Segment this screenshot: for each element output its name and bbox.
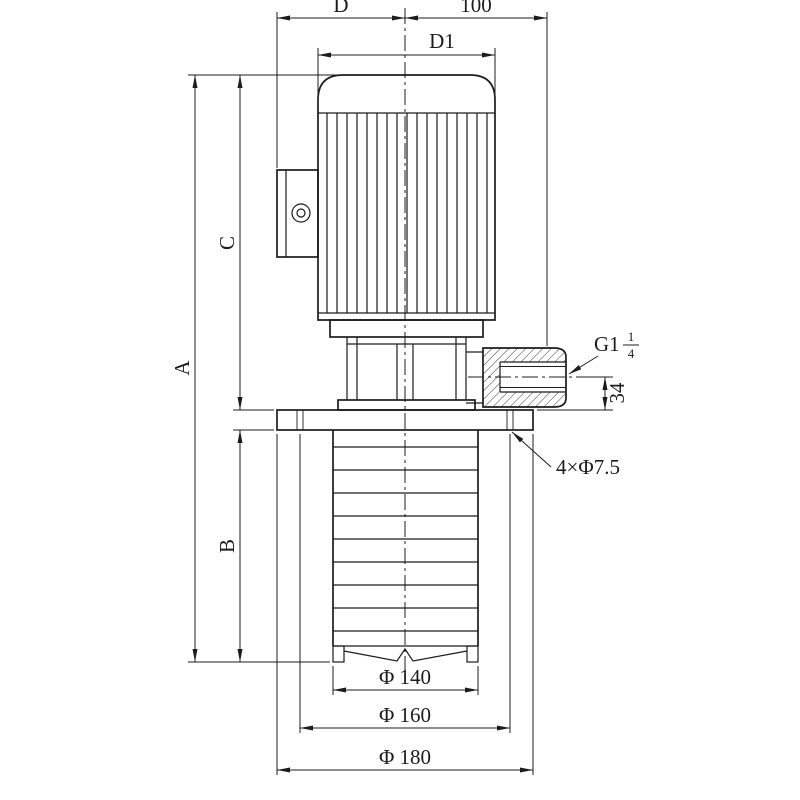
holes-callout: 4×Φ7.5 (511, 431, 620, 479)
dim-34-extensions (537, 376, 613, 411)
bolt-holes (296, 410, 514, 430)
motor-fins (326, 113, 488, 313)
dim-c: C (215, 75, 274, 411)
dim-phi140-label: Φ 140 (379, 665, 431, 689)
dim-phi160-label: Φ 160 (379, 703, 431, 727)
terminal-box-outline (276, 169, 319, 258)
dim-100: 100 (405, 0, 548, 346)
dim-d: D (276, 0, 405, 168)
pump-head (337, 399, 476, 411)
dim-phi180: Φ 180 (276, 434, 534, 775)
stage-lines (333, 446, 478, 647)
port-outline (482, 347, 567, 408)
cable-gland-inner (296, 208, 306, 218)
dim-phi140: Φ 140 (332, 665, 479, 695)
dim-phi180-label: Φ 180 (379, 745, 431, 769)
dim-phi160: Φ 160 (299, 434, 511, 733)
dim-34-label: 34 (605, 382, 629, 404)
cable-gland-outer (291, 203, 311, 223)
dim-b: B (215, 429, 274, 662)
mounting-plate (276, 409, 534, 431)
holes-leader-line (511, 431, 552, 468)
dim-a-extensions (188, 74, 338, 663)
port-connector-lines (466, 351, 483, 404)
dim-a-label: A (170, 360, 194, 376)
terminal-box (276, 169, 319, 258)
lantern-group (329, 319, 484, 411)
pump-foot (332, 645, 479, 663)
foot-profile (343, 647, 468, 662)
plate-outline (276, 409, 534, 431)
dim-34: 34 (537, 376, 629, 411)
thread-denominator-label: 4 (628, 346, 635, 361)
support-columns (346, 337, 467, 400)
port-thread-lines (500, 366, 566, 388)
dim-d1: D1 (317, 29, 496, 97)
pump-barrel (332, 430, 479, 647)
motor-group (317, 74, 496, 321)
thread-numerator-label: 1 (628, 329, 635, 344)
thread-prefix-label: G1 (594, 332, 620, 356)
barrel-sides (332, 430, 479, 646)
holes-label: 4×Φ7.5 (556, 455, 620, 479)
dim-phi160-extensions (299, 434, 511, 733)
dim-phi180-extensions (276, 434, 534, 775)
shaft-lines (396, 344, 414, 400)
dim-c-label: C (215, 236, 239, 250)
dim-b-label: B (215, 539, 239, 553)
dim-100-label: 100 (460, 0, 492, 17)
foot-tab-right (466, 645, 479, 663)
dim-a: A (170, 74, 338, 663)
thread-callout: G1 1 4 (568, 329, 639, 375)
dim-d-label: D (333, 0, 348, 17)
motor-flange (329, 319, 484, 338)
centerlines (404, 8, 588, 676)
dim-d1-label: D1 (429, 29, 455, 53)
thread-leader-line (568, 355, 599, 375)
foot-tab-left (332, 645, 345, 663)
outlet-port (482, 347, 567, 408)
port-bore (499, 361, 566, 393)
